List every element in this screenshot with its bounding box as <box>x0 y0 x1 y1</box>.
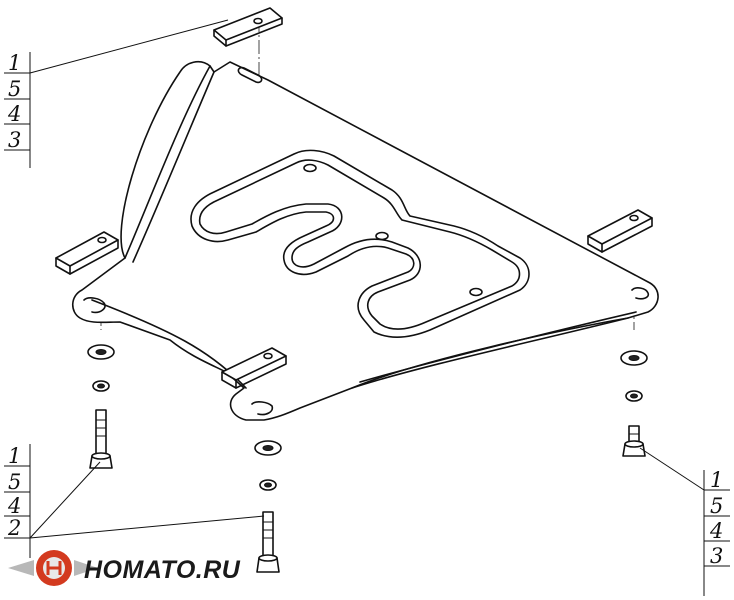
brand-name: HOMATO.RU <box>84 556 241 584</box>
callout-number: 4 <box>7 102 21 126</box>
callout-number: 5 <box>8 77 21 101</box>
callout-top-left: 1 5 4 3 <box>4 51 31 168</box>
callout-number: 4 <box>7 494 21 518</box>
fastener-stack-bottom <box>254 440 282 573</box>
skid-plate <box>71 60 659 421</box>
fastener-stack-left <box>87 344 115 469</box>
fastener-stack-right <box>620 350 648 457</box>
callout-number: 3 <box>8 128 21 152</box>
callout-number: 5 <box>8 470 21 494</box>
leader-lines <box>29 19 705 539</box>
callout-bottom-right: 1 5 4 3 <box>703 468 730 596</box>
mount-plate-top <box>213 7 283 47</box>
callout-number: 4 <box>709 519 723 543</box>
brand-logo: HOMATO.RU <box>8 550 241 586</box>
callout-number: 1 <box>710 468 723 492</box>
mount-plate-bottom <box>221 347 287 389</box>
callout-number: 1 <box>8 444 21 468</box>
mount-plate-left <box>55 231 119 275</box>
callout-number: 2 <box>7 516 21 540</box>
callout-number: 3 <box>710 544 723 568</box>
callout-number: 1 <box>8 51 21 75</box>
mount-plate-right <box>587 209 653 253</box>
callout-bottom-left: 1 5 4 2 <box>4 444 31 558</box>
callout-number: 5 <box>710 494 723 518</box>
